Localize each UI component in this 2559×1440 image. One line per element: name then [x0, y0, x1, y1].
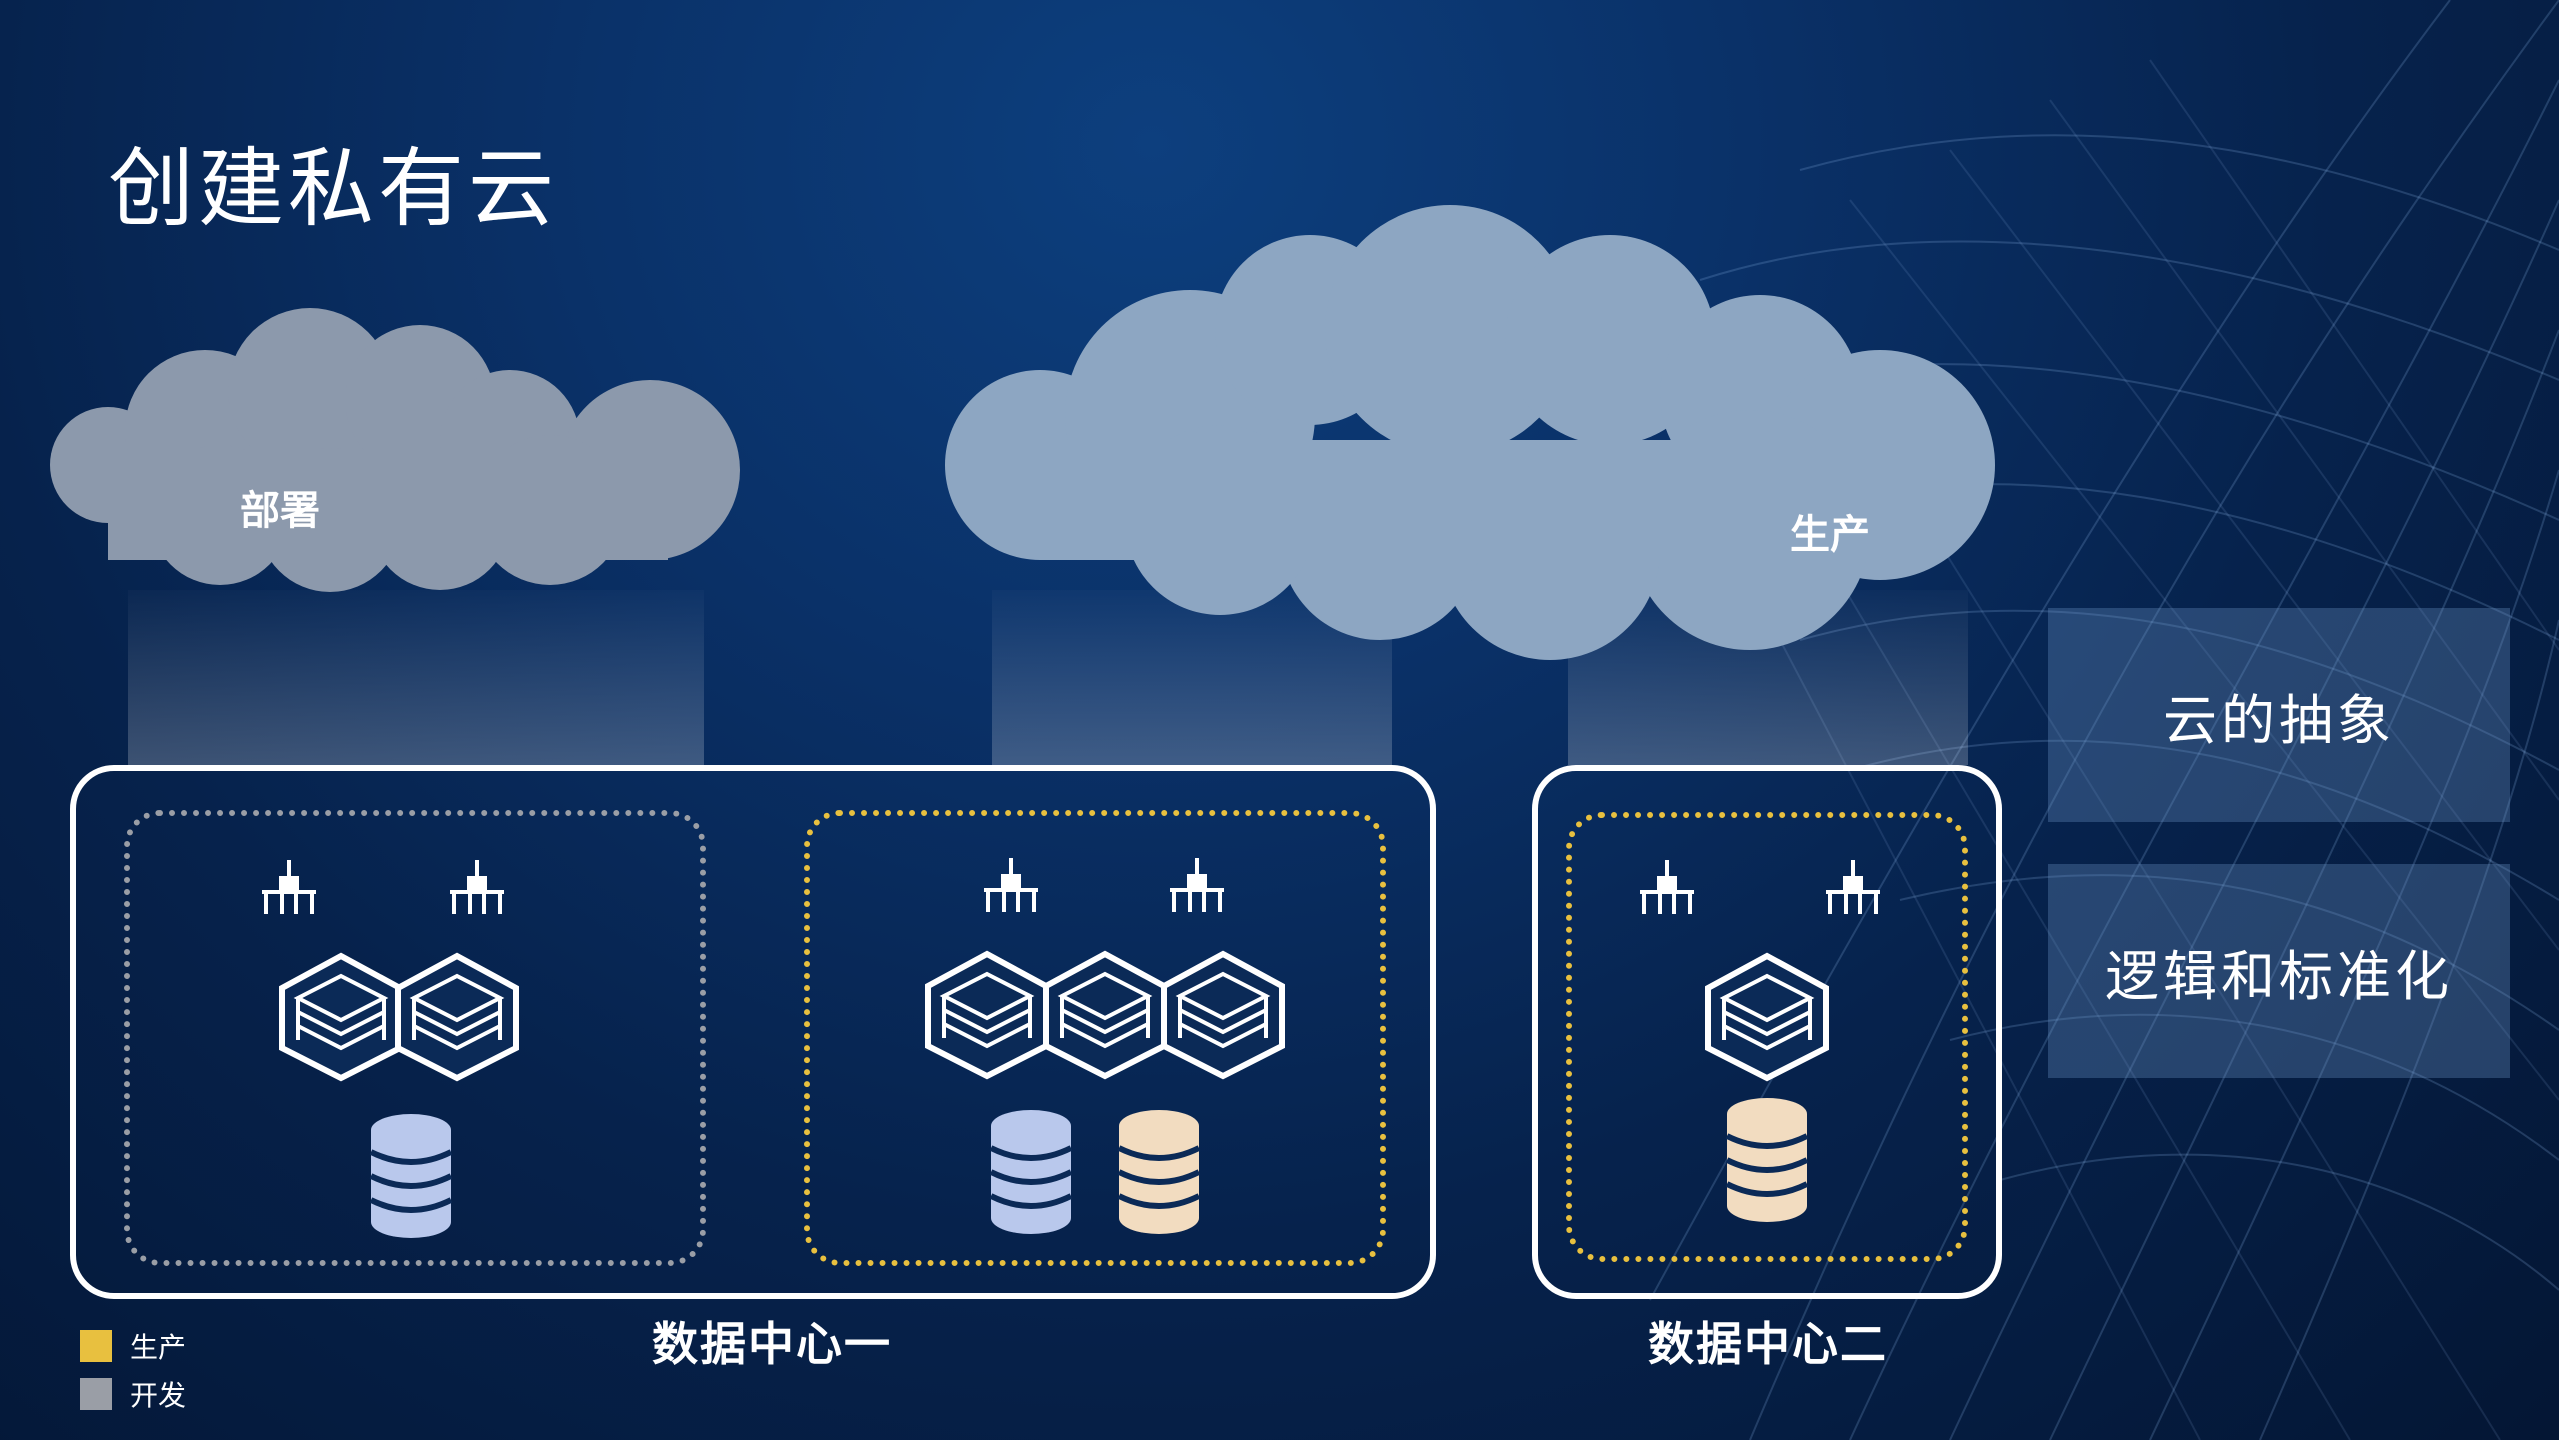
network-switch-icon	[262, 860, 316, 914]
network-switch-icon	[450, 860, 504, 914]
database-icon	[1117, 1110, 1201, 1234]
legend-swatch-dev	[80, 1378, 112, 1410]
dev-cloud-label: 部署	[240, 488, 320, 534]
prod-cloud-label: 生产	[1790, 512, 1870, 558]
dev-cloud-beam	[128, 590, 704, 765]
network-switch-icon	[1170, 858, 1224, 912]
page-title: 创建私有云	[108, 139, 558, 239]
database-icon	[369, 1114, 453, 1238]
datacenter-two-box	[1532, 765, 2002, 1299]
legend-swatch-prod	[80, 1330, 112, 1362]
server-icon	[1161, 950, 1285, 1080]
server-icon	[395, 952, 519, 1082]
database-icon	[1725, 1098, 1809, 1222]
network-switch-icon	[984, 858, 1038, 912]
server-icon	[1705, 952, 1829, 1082]
abstraction-panel: 云的抽象	[2048, 608, 2510, 822]
datacenter-one-label: 数据中心一	[652, 1317, 892, 1371]
prod-zone-dc2	[1566, 812, 1968, 1262]
datacenter-two-label: 数据中心二	[1648, 1317, 1888, 1371]
network-switch-icon	[1826, 860, 1880, 914]
dev-zone	[124, 810, 706, 1266]
datacenter-one-box	[70, 765, 1436, 1299]
server-icon	[925, 950, 1049, 1080]
server-icon	[279, 952, 403, 1082]
legend-label-prod: 生产	[130, 1331, 187, 1364]
legend-item-dev: 开发	[80, 1374, 186, 1414]
network-switch-icon	[1640, 860, 1694, 914]
database-icon	[989, 1110, 1073, 1234]
prod-cloud	[945, 205, 1995, 660]
server-icon	[1043, 950, 1167, 1080]
standardization-panel: 逻辑和标准化	[2048, 864, 2510, 1078]
prod-zone-dc1	[804, 810, 1386, 1266]
legend-item-prod: 生产	[80, 1326, 186, 1366]
dev-cloud	[50, 308, 740, 592]
legend-label-dev: 开发	[130, 1379, 187, 1412]
